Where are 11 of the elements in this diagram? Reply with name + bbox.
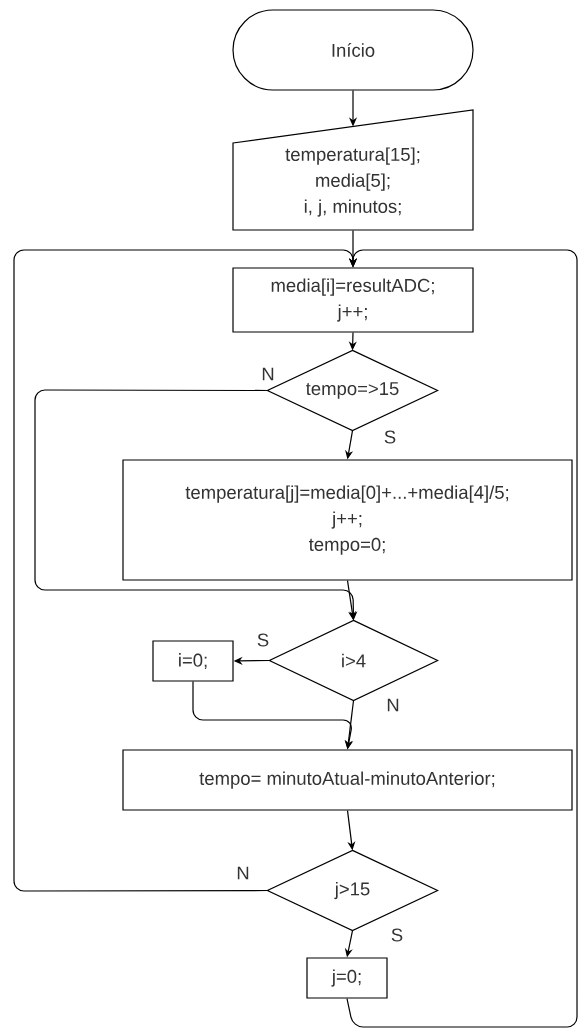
process-box: i=0; [152, 640, 234, 682]
start-terminator: Início [232, 9, 474, 91]
edge-label: N [235, 865, 251, 881]
process-box: tempo= minutoAtual-minutoAnterior; [122, 749, 573, 811]
edge-label: S [382, 429, 398, 445]
process-box: temperatura[j]=media[0]+...+media[4]/5; j++; tempo=0; [122, 459, 573, 581]
arrow [346, 249, 578, 1028]
process-box: media[i]=resultADC; j++; [232, 267, 474, 333]
process-box: j=0; [306, 957, 388, 999]
edge-label: S [255, 632, 271, 648]
manual-input-box: temperatura[15]; media[5]; i, j, minutos; [232, 109, 474, 231]
